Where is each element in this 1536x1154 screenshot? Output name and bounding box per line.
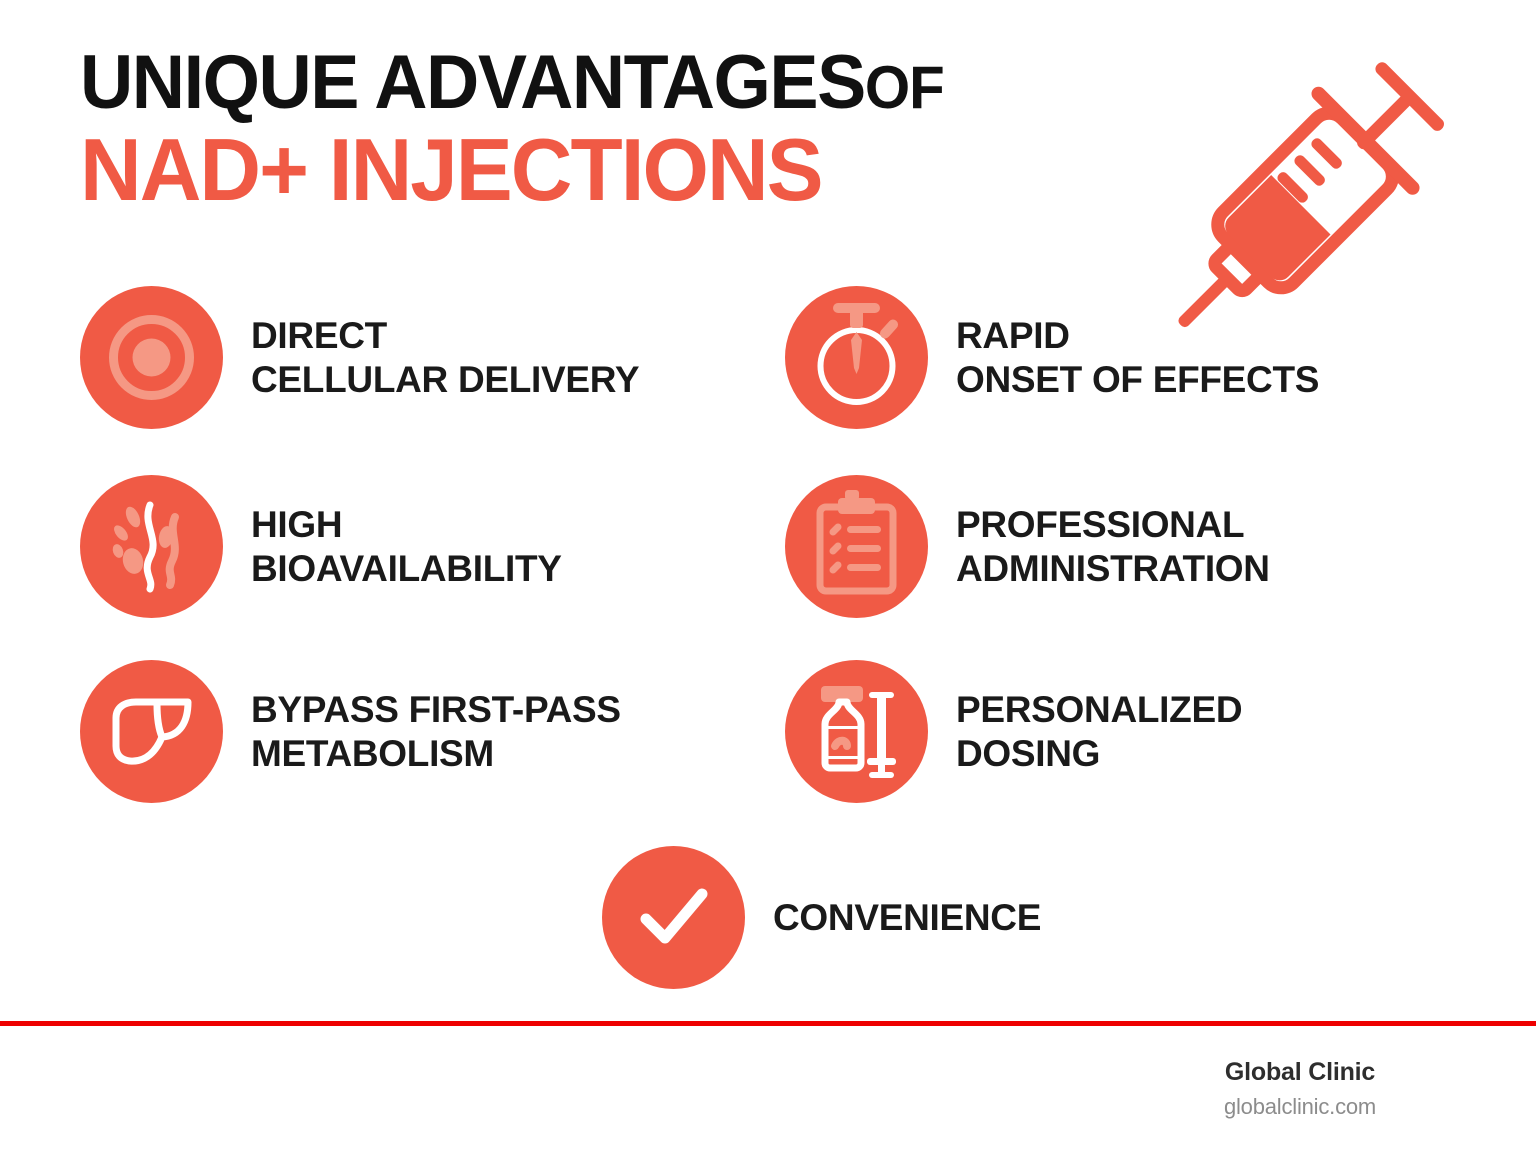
- benefit-label: DIRECT CELLULAR DELIVERY: [251, 315, 640, 400]
- liver-icon: [80, 660, 223, 803]
- benefit-label: BYPASS FIRST-PASS METABOLISM: [251, 689, 621, 774]
- benefit-item-bypass-first-pass[interactable]: BYPASS FIRST-PASS METABOLISM: [80, 660, 621, 803]
- benefit-item-convenience[interactable]: CONVENIENCE: [602, 846, 1041, 989]
- brand-url: globalclinic.com: [1223, 1094, 1377, 1119]
- clipboard-checklist-icon: [785, 475, 928, 618]
- brand-name: Global Clinic: [1224, 1058, 1376, 1086]
- benefit-label: RAPID ONSET OF EFFECTS: [956, 315, 1320, 400]
- bloodstream-icon: [80, 475, 223, 618]
- checkmark-icon: [602, 846, 745, 989]
- benefit-item-professional-administration[interactable]: PROFESSIONAL ADMINISTRATION: [785, 475, 1270, 618]
- footer-divider: [0, 1021, 1536, 1026]
- benefit-item-direct-cellular-delivery[interactable]: DIRECT CELLULAR DELIVERY: [80, 286, 640, 429]
- vial-syringe-icon: [785, 660, 928, 803]
- stopwatch-icon: [785, 286, 928, 429]
- title-of-text: OF: [864, 54, 945, 121]
- footer-branding: Global Clinic globalclinic.com: [1150, 1058, 1450, 1120]
- title-main-text: UNIQUE ADVANTAGES: [80, 40, 866, 125]
- benefit-item-high-bioavailability[interactable]: HIGH BIOAVAILABILITY: [80, 475, 562, 618]
- benefit-label: CONVENIENCE: [773, 896, 1042, 938]
- title-line-two: NAD+ INJECTIONS: [80, 120, 824, 220]
- benefit-item-personalized-dosing[interactable]: PERSONALIZED DOSING: [785, 660, 1243, 803]
- title-line-one: UNIQUE ADVANTAGESOF: [80, 45, 1166, 121]
- benefit-label: PROFESSIONAL ADMINISTRATION: [956, 504, 1270, 589]
- page-header: UNIQUE ADVANTAGESOF NAD+ INJECTIONS: [80, 45, 1200, 220]
- benefit-label: PERSONALIZED DOSING: [956, 689, 1243, 774]
- benefit-item-rapid-onset[interactable]: RAPID ONSET OF EFFECTS: [785, 286, 1319, 429]
- benefit-label: HIGH BIOAVAILABILITY: [251, 504, 562, 589]
- cell-icon: [80, 286, 223, 429]
